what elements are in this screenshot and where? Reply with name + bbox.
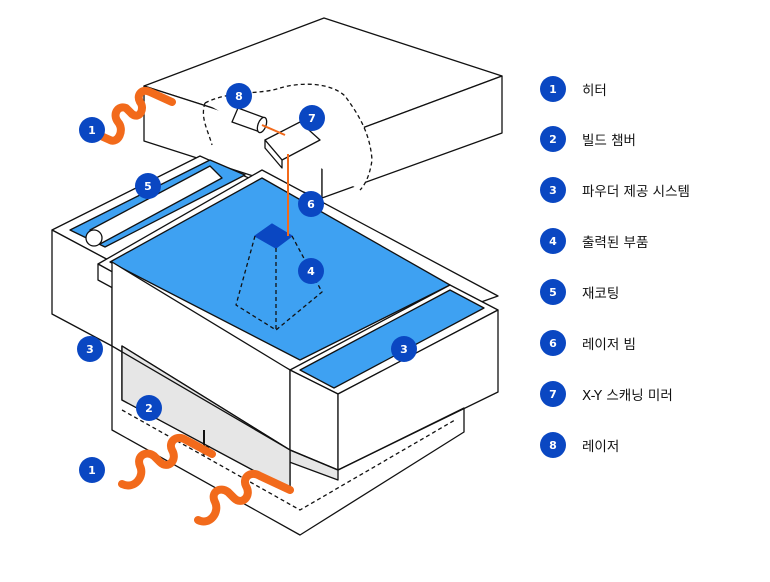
callout-scan-mirror: 7: [299, 105, 325, 131]
callout-printed-part: 4: [298, 258, 324, 284]
legend-item: 2 빌드 챔버: [540, 124, 636, 154]
callout-heater-top: 1: [79, 117, 105, 143]
legend-item: 6 레이저 빔: [540, 328, 636, 358]
legend-number-badge: 5: [540, 279, 566, 305]
legend-number-badge: 7: [540, 381, 566, 407]
callout-recoater: 5: [135, 173, 161, 199]
heater-coil-top-icon: [88, 86, 176, 145]
svg-text:6: 6: [307, 198, 315, 211]
svg-text:7: 7: [308, 112, 316, 125]
legend-item: 8 레이저: [540, 430, 619, 460]
callout-laser: 8: [226, 83, 252, 109]
callout-powder-right: 3: [391, 336, 417, 362]
callout-laser-beam: 6: [298, 191, 324, 217]
svg-text:3: 3: [86, 343, 94, 356]
svg-text:8: 8: [235, 90, 243, 103]
callout-powder-left: 3: [77, 336, 103, 362]
callout-build-chamber: 2: [136, 395, 162, 421]
svg-text:2: 2: [145, 402, 153, 415]
svg-text:5: 5: [144, 180, 152, 193]
recoater-roller-icon: [85, 165, 223, 247]
legend-item: 3 파우더 제공 시스템: [540, 175, 690, 205]
legend-item: 7 X-Y 스캐닝 미러: [540, 379, 673, 409]
legend-label: 파우더 제공 시스템: [582, 184, 690, 200]
legend-number-badge: 8: [540, 432, 566, 458]
heater-coil-bottom-right-icon: [194, 469, 294, 526]
legend-label: X-Y 스캐닝 미러: [582, 388, 673, 404]
legend-label: 레이저 빔: [582, 337, 636, 353]
powder-supply-right-block: [289, 284, 499, 471]
svg-text:3: 3: [400, 343, 408, 356]
legend-label: 히터: [582, 83, 607, 99]
build-chamber: [111, 345, 465, 536]
legend-number-badge: 1: [540, 76, 566, 102]
heater-coil-bottom-left-icon: [118, 433, 216, 490]
svg-text:1: 1: [88, 464, 96, 477]
svg-text:1: 1: [88, 124, 96, 137]
legend-number-badge: 3: [540, 177, 566, 203]
legend-number-badge: 2: [540, 126, 566, 152]
legend-label: 출력된 부품: [582, 235, 649, 251]
svg-text:4: 4: [307, 265, 315, 278]
legend-label: 레이저: [582, 439, 620, 455]
legend-item: 4 출력된 부품: [540, 226, 648, 256]
legend-item: 1 히터: [540, 74, 607, 104]
callout-heater-bottom: 1: [79, 457, 105, 483]
scan-mirror-icon: [264, 121, 321, 169]
legend-item: 5 재코팅: [540, 277, 619, 307]
legend-number-badge: 4: [540, 228, 566, 254]
laser-beam-internal: [261, 124, 286, 136]
legend-number-badge: 6: [540, 330, 566, 356]
legend-label: 빌드 챔버: [582, 133, 636, 149]
legend-label: 재코팅: [582, 286, 620, 302]
